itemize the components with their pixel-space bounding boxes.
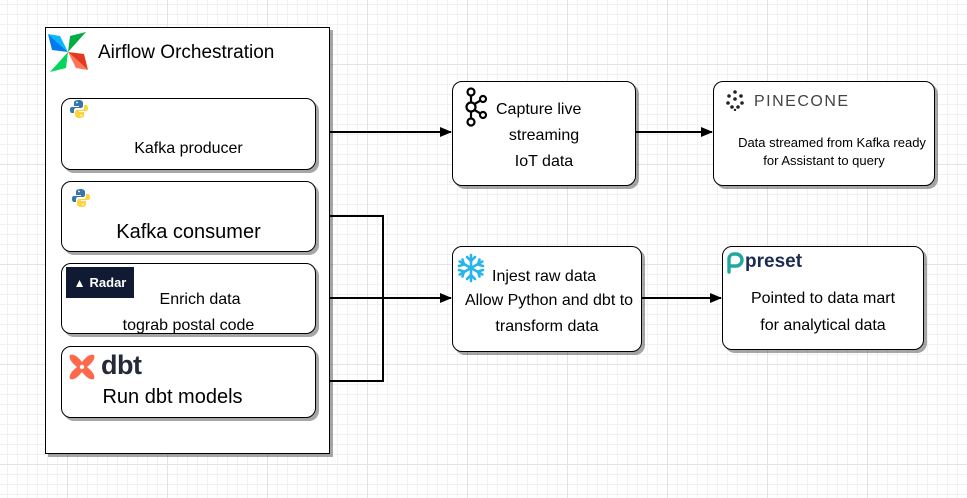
python-icon — [72, 189, 90, 207]
task-run-dbt-models[interactable] — [61, 346, 316, 418]
airflow-pinwheel-icon — [48, 32, 88, 72]
pinecone-icon — [726, 90, 744, 111]
stage-capture-streaming[interactable] — [452, 81, 636, 186]
python-icon — [70, 100, 88, 118]
destination-label-line2: for Assistant to query — [763, 153, 885, 168]
task-label-line2: tograb postal code — [122, 317, 255, 334]
destination-label-line2: for analytical data — [760, 317, 886, 334]
destination-label-line1: Pointed to data mart — [750, 290, 896, 307]
task-kafka-producer[interactable] — [61, 98, 316, 170]
snowflake-icon — [457, 253, 485, 283]
radar-logo-text: Radar — [89, 275, 127, 290]
stage-label-line2: streaming — [508, 127, 580, 144]
task-kafka-consumer[interactable] — [61, 181, 316, 252]
preset-logo-text: preset — [745, 251, 803, 272]
stage-label-line1: Capture live — [496, 101, 582, 118]
line-consumer-to-bus — [316, 215, 384, 298]
radar-arrow-icon: ▲ — [73, 275, 86, 290]
task-label: Kafka consumer — [116, 221, 261, 243]
task-label: Kafka producer — [134, 140, 243, 157]
task-label: Enrich data — [159, 291, 241, 308]
task-label: Run dbt models — [102, 386, 243, 408]
destination-preset[interactable] — [722, 246, 924, 350]
stage-label-line2: Allow Python and dbt to — [464, 292, 634, 309]
kafka-icon — [465, 87, 488, 127]
airflow-title: Airflow Orchestration — [98, 42, 275, 63]
destination-label-line1: Data streamed from Kafka ready — [738, 135, 926, 150]
preset-icon — [727, 252, 744, 274]
stage-ingest-raw-data[interactable] — [452, 246, 642, 352]
pinecone-logo-text: PINECONE — [754, 93, 850, 110]
dbt-logo-icon — [69, 354, 95, 380]
stage-label-line3: IoT data — [514, 153, 574, 170]
dbt-logo-text: dbt — [101, 350, 142, 380]
destination-pinecone[interactable] — [713, 81, 935, 186]
stage-label-line1: Injest raw data — [492, 268, 597, 285]
stage-label-line3: transform data — [495, 318, 599, 335]
line-dbt-to-bus — [316, 298, 384, 382]
radar-logo: ▲ Radar — [66, 267, 134, 298]
